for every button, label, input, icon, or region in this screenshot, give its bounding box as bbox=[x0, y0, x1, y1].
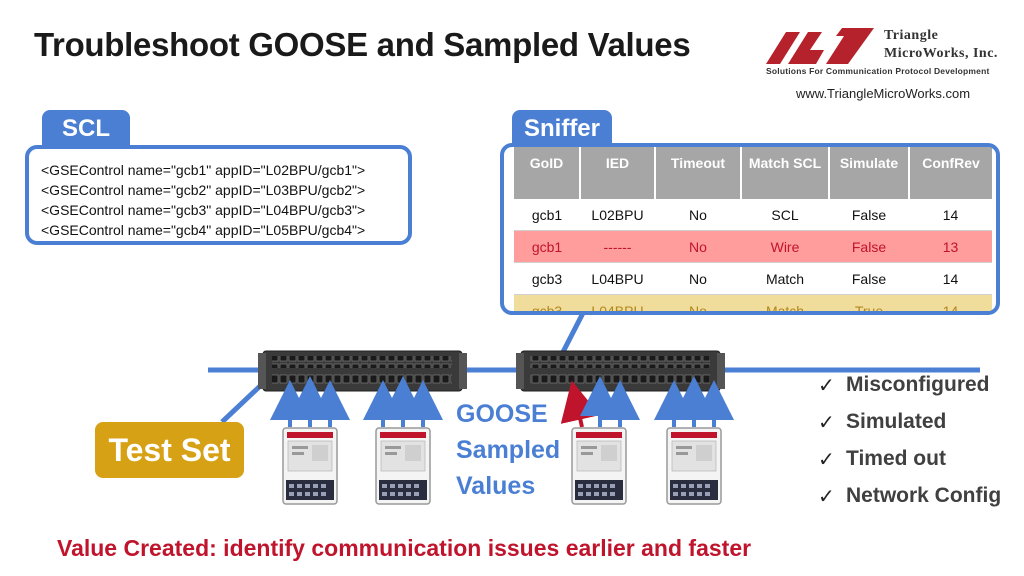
checklist-item-label: Simulated bbox=[846, 409, 947, 433]
table-cell: SCL bbox=[741, 199, 829, 231]
table-cell: False bbox=[829, 199, 909, 231]
ethernet-switch-1 bbox=[258, 350, 467, 392]
logo-mark-icon bbox=[766, 28, 874, 64]
scl-line: <GSEControl name="gcb1" appID="L02BPU/gc… bbox=[41, 162, 366, 178]
checklist-item: ✓ Misconfigured bbox=[818, 366, 1001, 403]
checklist-item-label: Network Config bbox=[846, 483, 1002, 507]
table-cell: 14 bbox=[909, 294, 992, 311]
value-statement: Value Created: identify communication is… bbox=[57, 535, 752, 561]
sniffer-table: GoID IED Timeout Match SCL Simulate Conf… bbox=[514, 147, 992, 311]
table-cell: Wire bbox=[741, 230, 829, 263]
traffic-label-line: Sampled bbox=[456, 436, 561, 464]
table-cell: gcb3 bbox=[514, 294, 580, 311]
checklist-item-label: Timed out bbox=[846, 446, 946, 470]
page-title: Troubleshoot GOOSE and Sampled Values bbox=[34, 26, 691, 63]
checkmark-icon: ✓ bbox=[818, 372, 835, 397]
table-cell: Match bbox=[741, 262, 829, 295]
table-cell: No bbox=[655, 294, 741, 311]
checkmark-icon: ✓ bbox=[818, 446, 835, 471]
table-cell: 14 bbox=[909, 199, 992, 231]
traffic-arrows bbox=[270, 376, 734, 428]
test-set-label: Test Set bbox=[95, 422, 244, 478]
column-header-timeout: Timeout bbox=[655, 147, 742, 199]
table-cell: False bbox=[829, 230, 909, 263]
table-cell: True bbox=[829, 294, 909, 311]
column-header-goid: GoID bbox=[514, 147, 581, 199]
logo-tagline: Solutions For Communication Protocol Dev… bbox=[766, 66, 990, 76]
checklist-item: ✓ Network Config bbox=[818, 477, 1001, 514]
checkmark-icon: ✓ bbox=[818, 483, 835, 508]
table-cell: 14 bbox=[909, 262, 992, 295]
sniffer-connector bbox=[560, 311, 586, 354]
traffic-label-line: Values bbox=[456, 472, 536, 500]
table-row: gcb3 L04BPU No Match False 14 bbox=[514, 262, 992, 295]
column-header-ied: IED bbox=[580, 147, 656, 199]
ied-device-3 bbox=[571, 427, 627, 505]
checklist-item: ✓ Simulated bbox=[818, 403, 1001, 440]
table-cell: gcb1 bbox=[514, 199, 580, 231]
column-header-confrev: ConfRev bbox=[909, 147, 992, 199]
table-cell: No bbox=[655, 262, 741, 295]
scl-tab: SCL bbox=[42, 110, 130, 150]
scl-line: <GSEControl name="gcb3" appID="L04BPU/gc… bbox=[41, 202, 366, 218]
scl-code: <GSEControl name="gcb1" appID="L02BPU/gc… bbox=[41, 160, 365, 240]
traffic-type-label: GOOSE Sampled Values bbox=[456, 396, 560, 504]
ethernet-switch-2 bbox=[516, 350, 725, 392]
checklist-item: ✓ Timed out bbox=[818, 440, 1001, 477]
sniffer-panel: GoID IED Timeout Match SCL Simulate Conf… bbox=[500, 143, 1000, 315]
ied-device-4 bbox=[666, 427, 722, 505]
traffic-label-line: GOOSE bbox=[456, 400, 548, 428]
ied-device-2 bbox=[375, 427, 431, 505]
table-cell: ------ bbox=[580, 230, 655, 263]
scl-panel: <GSEControl name="gcb1" appID="L02BPU/gc… bbox=[25, 145, 412, 245]
table-cell: gcb1 bbox=[514, 230, 580, 263]
table-cell: gcb3 bbox=[514, 262, 580, 295]
column-header-match-scl: Match SCL bbox=[741, 147, 830, 199]
table-row-error: gcb1 ------ No Wire False 13 bbox=[514, 230, 992, 263]
table-cell: No bbox=[655, 230, 741, 263]
issue-checklist: ✓ Misconfigured ✓ Simulated ✓ Timed out … bbox=[818, 366, 1001, 514]
table-row: gcb1 L02BPU No SCL False 14 bbox=[514, 199, 992, 231]
ied-device-1 bbox=[282, 427, 338, 505]
table-row-warning: gcb3 L04BPU No Match True 14 bbox=[514, 294, 992, 311]
table-cell: Match bbox=[741, 294, 829, 311]
table-cell: L04BPU bbox=[580, 262, 655, 295]
logo-name-line2: MicroWorks, Inc. bbox=[884, 46, 998, 61]
checkmark-icon: ✓ bbox=[818, 409, 835, 434]
table-cell: 13 bbox=[909, 230, 992, 263]
checklist-item-label: Misconfigured bbox=[846, 372, 990, 396]
logo-name-line1: Triangle bbox=[884, 28, 939, 43]
logo-url: www.TriangleMicroWorks.com bbox=[796, 86, 971, 101]
scl-line: <GSEControl name="gcb4" appID="L05BPU/gc… bbox=[41, 222, 366, 238]
table-cell: False bbox=[829, 262, 909, 295]
sniffer-header-row: GoID IED Timeout Match SCL Simulate Conf… bbox=[514, 147, 992, 199]
table-cell: L02BPU bbox=[580, 199, 655, 231]
table-cell: No bbox=[655, 199, 741, 231]
company-logo: Triangle MicroWorks, Inc. Solutions For … bbox=[766, 24, 1016, 104]
column-header-simulate: Simulate bbox=[829, 147, 910, 199]
table-cell: L04BPU bbox=[580, 294, 655, 311]
scl-line: <GSEControl name="gcb2" appID="L03BPU/gc… bbox=[41, 182, 366, 198]
